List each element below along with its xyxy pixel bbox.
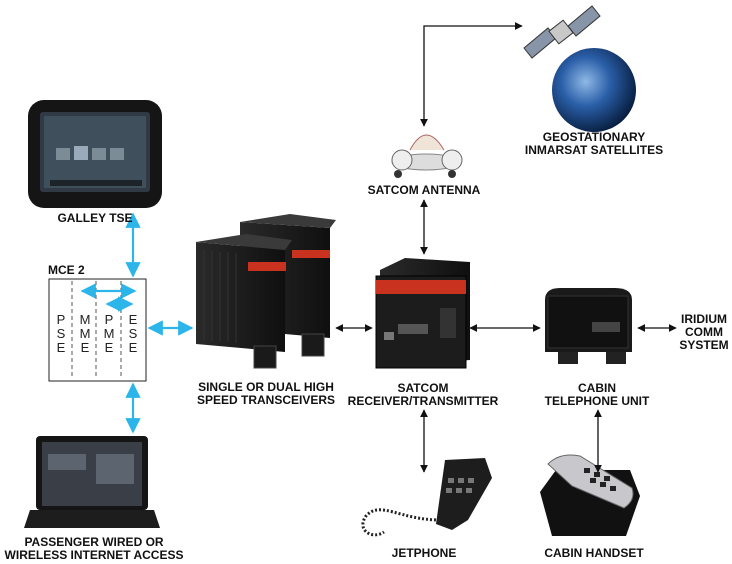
satellite-icon [523, 5, 601, 59]
jetphone-device [361, 458, 492, 537]
mce-column-letter: M [103, 326, 115, 341]
telephone-unit-device [545, 288, 632, 364]
satcom-antenna-device [391, 134, 463, 178]
label-cabin-handset: CABIN HANDSET [544, 546, 644, 560]
receiver-transmitter-device [375, 258, 470, 369]
mce-column-letter: M [79, 326, 91, 341]
label-galley-tse: GALLEY TSE [57, 211, 133, 225]
mce-column-letter: E [104, 340, 114, 355]
mce-column-letter: P [56, 312, 66, 327]
mce-column-letter: E [128, 312, 138, 327]
mce-column-letter: E [128, 340, 138, 355]
mce-column-letter: E [56, 340, 66, 355]
label-jetphone: JETPHONE [391, 546, 457, 560]
cabin-handset-device [540, 454, 640, 536]
mce-column-letter: E [80, 340, 90, 355]
link-antenna-satellite [420, 22, 523, 127]
mce-column-letter: S [128, 326, 138, 341]
mce-column-letter: S [56, 326, 66, 341]
mce-column-letter: M [79, 312, 91, 327]
cyan-links [80, 212, 194, 434]
mce-column-letter: P [104, 312, 114, 327]
laptop-device [24, 436, 160, 528]
black-links [335, 22, 677, 473]
galley-tse-device [28, 100, 162, 208]
label-satcom-antenna: SATCOM ANTENNA [367, 183, 481, 197]
transceivers-device [196, 214, 336, 369]
earth-globe [552, 48, 636, 132]
label-mce-2: MCE 2 [48, 263, 85, 277]
